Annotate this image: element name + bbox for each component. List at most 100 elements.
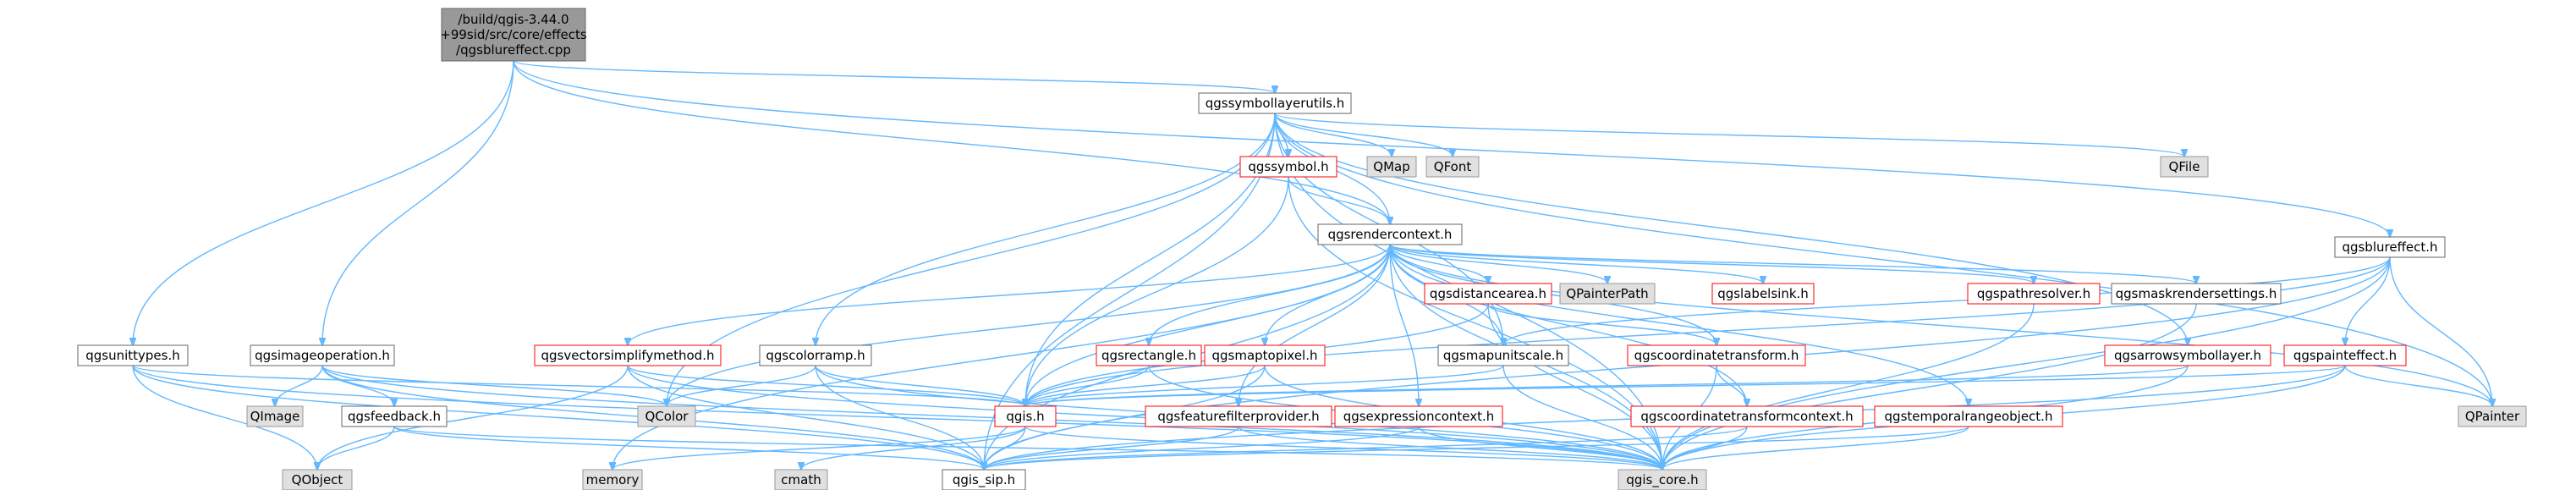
node-box-qgsexpressioncontext: [1334, 405, 1503, 427]
edge-qgspainteffect-to-qpainter: [2344, 365, 2492, 406]
node-label-qpainterpath: QPainterPath: [1566, 286, 1648, 301]
node-label-qgssymbollayerutils: qgssymbollayerutils.h: [1206, 96, 1344, 111]
node-qgscoordinatetransformcontext[interactable]: qgscoordinatetransformcontext.h: [1630, 405, 1864, 427]
edge-qgssymbollayerutils-to-qgis_sip: [984, 113, 1276, 470]
edge-qgssymbollayerutils-to-qfont: [1274, 113, 1453, 157]
node-label-qgsmapunitscale: qgsmapunitscale.h: [1443, 348, 1563, 363]
edge-qgsmaskrendersettings-to-qgis_core: [1662, 303, 2197, 470]
node-qgsfeedback[interactable]: qgsfeedback.h: [341, 405, 448, 427]
node-root[interactable]: /build/qgis-3.44.0+99sid/src/core/effect…: [440, 8, 587, 62]
node-label-qgstemporalrangeobject: qgstemporalrangeobject.h: [1885, 409, 2053, 424]
edge-root-to-qgssymbollayerutils: [513, 60, 1275, 93]
node-qgsdistancearea[interactable]: qgsdistancearea.h: [1424, 283, 1552, 305]
node-box-qmap: [1366, 156, 1417, 178]
node-qgsmaskrendersettings[interactable]: qgsmaskrendersettings.h: [2111, 283, 2282, 305]
node-label-qimage: QImage: [250, 409, 300, 424]
edge-qgscoordinatetransform-to-qgscoordinatetransformcontext: [1716, 365, 1747, 406]
edge-qgsexpressioncontext-to-qgis_sip: [984, 426, 1420, 470]
node-box-qgscoordinatetransform: [1627, 344, 1806, 366]
edge-qgssymbol-to-qgis: [1025, 176, 1289, 406]
node-qgsfeaturefilterprovider[interactable]: qgsfeaturefilterprovider.h: [1145, 405, 1332, 427]
edge-qgsunittypes-to-qgis_core: [132, 365, 1662, 470]
node-box-qgssymbol: [1239, 156, 1337, 178]
graph-nodes: /build/qgis-3.44.0+99sid/src/core/effect…: [77, 8, 2527, 490]
edge-qgsrendercontext-to-qgscoordinatetransform: [1389, 244, 1716, 345]
node-label-qgsmaskrendersettings: qgsmaskrendersettings.h: [2116, 286, 2277, 301]
node-label-qgsvectorsimplifymethod: qgsvectorsimplifymethod.h: [541, 348, 715, 363]
edge-qgsfeaturefilterprovider-to-qgis_sip: [984, 426, 1239, 470]
node-qgsunittypes[interactable]: qgsunittypes.h: [77, 344, 189, 366]
edge-root-to-qgsrendercontext: [513, 60, 1390, 224]
node-qgis_core: qgis_core.h: [1618, 469, 1707, 490]
node-qgsmapunitscale[interactable]: qgsmapunitscale.h: [1437, 344, 1569, 366]
edge-qgsrendercontext-to-qgsfeaturefilterprovider: [1239, 244, 1391, 406]
node-box-qgsrectangle: [1096, 344, 1202, 366]
node-qgssymbol[interactable]: qgssymbol.h: [1239, 156, 1337, 178]
edge-qgsrendercontext-to-qgstemporalrangeobject: [1389, 244, 1969, 406]
edge-qgsunittypes-to-qobject: [132, 365, 317, 470]
node-qfont: QFont: [1425, 156, 1480, 178]
node-box-qobject: [282, 469, 353, 490]
edge-qgssymbollayerutils-to-qmap: [1274, 113, 1392, 157]
node-qgspainteffect[interactable]: qgspainteffect.h: [2283, 344, 2407, 366]
node-label-qgis_core: qgis_core.h: [1626, 472, 1698, 488]
node-qgstemporalrangeobject[interactable]: qgstemporalrangeobject.h: [1874, 405, 2063, 427]
node-qgsrectangle[interactable]: qgsrectangle.h: [1096, 344, 1202, 366]
node-qgsblureffect[interactable]: qgsblureffect.h: [2334, 236, 2446, 258]
node-box-qgsmaskrendersettings: [2111, 283, 2282, 305]
edge-qgsmapunitscale-to-qgis: [1025, 365, 1504, 406]
edge-qgsrendercontext-to-qgscoordinatetransformcontext: [1389, 244, 1747, 406]
node-qgspathresolver[interactable]: qgspathresolver.h: [1967, 283, 2101, 305]
node-box-qgis: [994, 405, 1057, 427]
edge-qgsblureffect-to-qgspainteffect: [2345, 256, 2391, 345]
node-qgsexpressioncontext[interactable]: qgsexpressioncontext.h: [1334, 405, 1503, 427]
node-qgsarrowsymbollayer[interactable]: qgsarrowsymbollayer.h: [2104, 344, 2271, 366]
node-box-qpainterpath: [1559, 283, 1656, 305]
node-qgscoordinatetransform[interactable]: qgscoordinatetransform.h: [1627, 344, 1806, 366]
edge-qgsrendercontext-to-qgslabelsink: [1389, 244, 1763, 284]
edge-qgsvectorsimplifymethod-to-qgis_sip: [627, 365, 984, 470]
node-label-root: /build/qgis-3.44.0: [458, 12, 568, 27]
node-qgsimageoperation[interactable]: qgsimageoperation.h: [250, 344, 395, 366]
node-qgssymbollayerutils[interactable]: qgssymbollayerutils.h: [1198, 92, 1352, 114]
node-label-qgspathresolver: qgspathresolver.h: [1977, 286, 2090, 301]
edge-qgsfeedback-to-qgis_core: [393, 426, 1662, 470]
node-box-qgssymbollayerutils: [1198, 92, 1352, 114]
edge-qgsblureffect-to-qpainter: [2389, 256, 2492, 406]
node-box-qgsvectorsimplifymethod: [534, 344, 722, 366]
node-label-qgis_sip: qgis_sip.h: [953, 472, 1015, 488]
edge-qgssymbollayerutils-to-qpainter: [1274, 113, 2492, 406]
node-box-qgsimageoperation: [250, 344, 395, 366]
node-memory: memory: [582, 469, 643, 490]
node-qgscolorramp[interactable]: qgscolorramp.h: [759, 344, 872, 366]
node-label-qgsmaptopixel: qgsmaptopixel.h: [1211, 348, 1317, 363]
node-label-qfont: QFont: [1434, 159, 1472, 174]
node-box-qgsmaptopixel: [1204, 344, 1326, 366]
node-box-qgslabelsink: [1711, 283, 1815, 305]
node-qfile: QFile: [2160, 156, 2209, 178]
node-qgslabelsink[interactable]: qgslabelsink.h: [1711, 283, 1815, 305]
edge-qgssymbollayerutils-to-qgscolorramp: [816, 113, 1276, 345]
node-qgis[interactable]: qgis.h: [994, 405, 1057, 427]
node-box-qfont: [1425, 156, 1480, 178]
node-qgsrendercontext[interactable]: qgsrendercontext.h: [1317, 223, 1463, 245]
node-label-qgsfeedback: qgsfeedback.h: [348, 409, 441, 424]
node-box-qgsunittypes: [77, 344, 189, 366]
edge-qgsrendercontext-to-qgsdistancearea: [1389, 244, 1488, 284]
edge-qgspainteffect-to-qgis: [1025, 365, 2346, 406]
node-label-qgsfeaturefilterprovider: qgsfeaturefilterprovider.h: [1157, 409, 1319, 424]
node-qgsvectorsimplifymethod[interactable]: qgsvectorsimplifymethod.h: [534, 344, 722, 366]
node-label-qgscolorramp: qgscolorramp.h: [766, 348, 865, 363]
node-label-qgsdistancearea: qgsdistancearea.h: [1430, 286, 1546, 301]
node-box-qfile: [2160, 156, 2209, 178]
node-qmap: QMap: [1366, 156, 1417, 178]
node-box-qimage: [246, 405, 304, 427]
edge-qgscolorramp-to-qgis: [815, 365, 1025, 406]
node-label-qgssymbol: qgssymbol.h: [1248, 159, 1328, 174]
node-qgsmaptopixel[interactable]: qgsmaptopixel.h: [1204, 344, 1326, 366]
node-label-qgsrendercontext: qgsrendercontext.h: [1328, 227, 1453, 242]
node-qgis_sip[interactable]: qgis_sip.h: [942, 469, 1026, 490]
node-box-memory: [582, 469, 643, 490]
edge-qgsarrowsymbollayer-to-qgis: [1025, 365, 2189, 406]
